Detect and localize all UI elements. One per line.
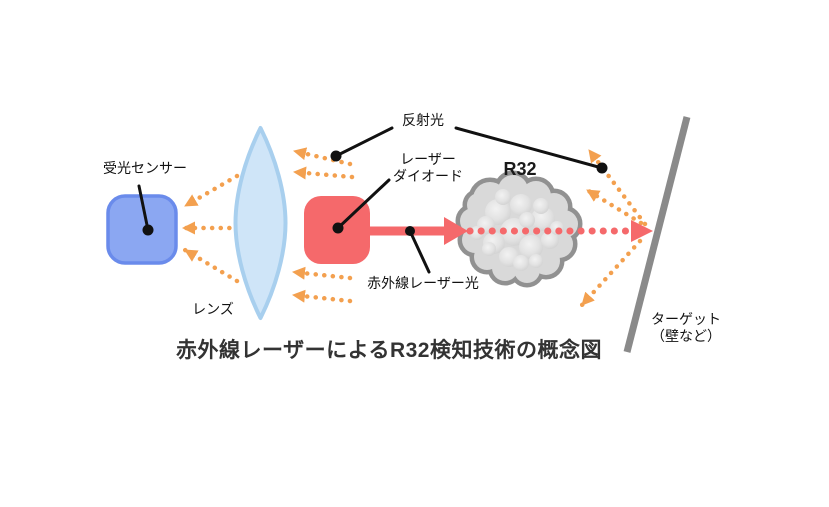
lens-label: レンズ bbox=[192, 301, 234, 317]
lens-shape bbox=[233, 126, 288, 320]
target-wall-line bbox=[623, 116, 691, 353]
target-wall-label-line1: ターゲット bbox=[651, 311, 721, 327]
laser-beam-solid-arrow bbox=[368, 217, 468, 245]
reflected-light-arrow bbox=[182, 247, 240, 284]
annotation-leaders bbox=[137, 126, 604, 274]
laser-beam-dotted-arrow bbox=[466, 220, 653, 242]
reflected-light-arrow bbox=[290, 289, 353, 304]
leader-reflected-left bbox=[334, 126, 394, 158]
reflected-light-arrow bbox=[290, 266, 353, 281]
reflected-light-arrow bbox=[182, 173, 240, 209]
leader-laser-beam bbox=[408, 229, 431, 274]
reflected-light-arrows-to-lens bbox=[290, 147, 355, 304]
reflected-light-label: 反射光 bbox=[402, 112, 444, 128]
reflected-light-arrow bbox=[291, 166, 355, 180]
reflected-light-arrows-to-sensor bbox=[180, 173, 241, 284]
laser-beam-label: 赤外線レーザー光 bbox=[367, 275, 479, 291]
reflected-light-arrow bbox=[586, 147, 648, 227]
annotation-dots bbox=[142, 150, 608, 236]
reflected-light-arrow bbox=[584, 187, 644, 226]
laser-diode-label-line2: ダイオード bbox=[393, 168, 463, 184]
laser-diode-label-line1: レーザー bbox=[400, 151, 456, 167]
sensor-label: 受光センサー bbox=[103, 160, 187, 176]
target-wall-label: ターゲット （壁など） bbox=[651, 311, 721, 345]
target-wall-label-line2: （壁など） bbox=[651, 328, 721, 344]
reflected-light-arrow bbox=[579, 238, 643, 308]
leader-sensor bbox=[137, 184, 150, 232]
reflected-light-arrows-from-wall bbox=[579, 147, 648, 308]
reflected-light-arrow bbox=[291, 147, 353, 167]
leader-reflected-right bbox=[454, 126, 604, 170]
leader-laser-diode bbox=[336, 178, 391, 230]
diagram-title: 赤外線レーザーによるR32検知技術の概念図 bbox=[176, 339, 602, 362]
laser-diode-label: レーザー ダイオード bbox=[393, 151, 463, 185]
r32-label: R32 bbox=[503, 159, 537, 179]
